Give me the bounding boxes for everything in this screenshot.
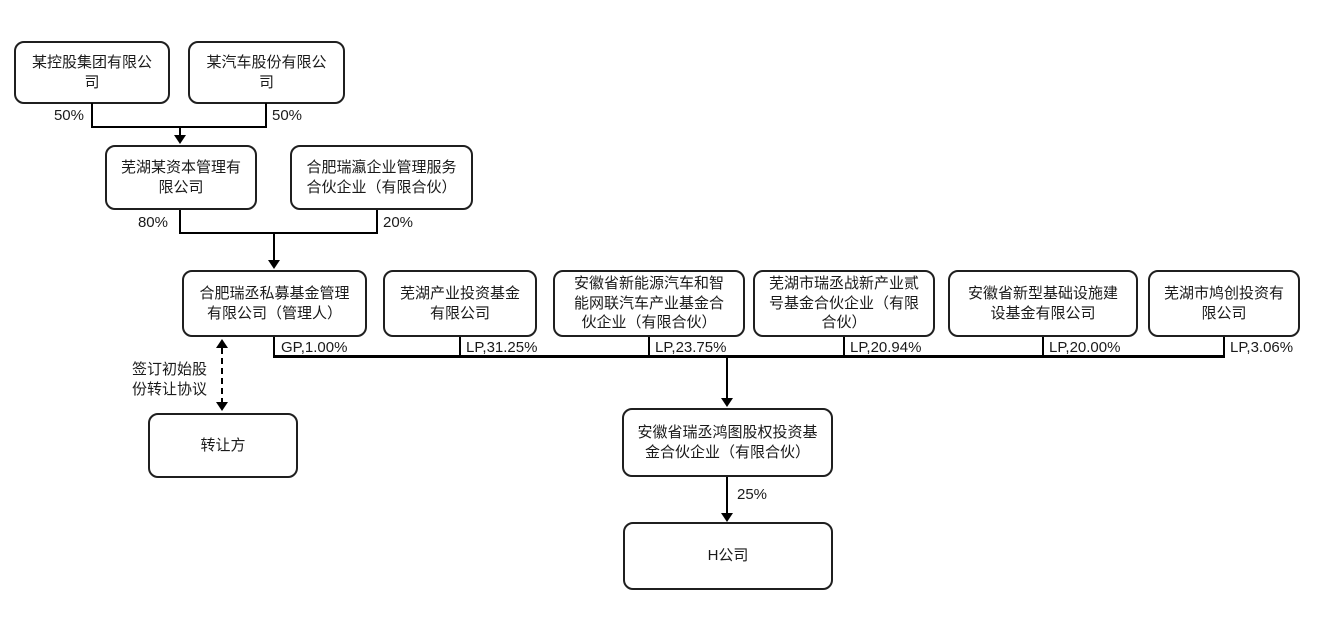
edge-label-lp4-share: LP,20.00%: [1049, 339, 1121, 356]
node-fund-manager-label: 合肥瑞丞私募基金管理有限公司（管理人）: [199, 285, 350, 322]
node-wuhu-jiuchuang: 芜湖市鸠创投资有限公司: [1148, 270, 1300, 337]
connector-mid-merge: [179, 232, 378, 234]
connector-holding-drop: [91, 103, 93, 128]
edge-label-auto-share: 50%: [272, 107, 303, 124]
node-anhui-nev-fund-label: 安徽省新能源汽车和智能网联汽车产业基金合伙企业（有限合伙）: [573, 275, 724, 332]
arrowhead-down-icon: [174, 135, 186, 144]
edge-label-holding-share: 50%: [53, 107, 84, 124]
node-holding-group: 某控股集团有限公司: [14, 41, 170, 104]
edge-label-lp5-share: LP,3.06%: [1230, 339, 1294, 356]
arrowhead-up-icon: [216, 339, 228, 348]
connector-top-arrow-shaft: [179, 126, 181, 138]
connector-lp5-drop: [1223, 337, 1225, 356]
edge-label-lp2-share: LP,23.75%: [655, 339, 727, 356]
node-hefei-ruiying-label: 合肥瑞瀛企业管理服务合伙企业（有限合伙）: [306, 159, 457, 196]
connector-lp4-drop: [1042, 337, 1044, 356]
arrowhead-down-icon: [216, 402, 228, 411]
node-auto-company: 某汽车股份有限公司: [188, 41, 345, 104]
node-wuhu-capital-label: 芜湖某资本管理有限公司: [120, 159, 241, 196]
arrowhead-down-icon: [721, 513, 733, 522]
node-wuhu-jiuchuang-label: 芜湖市鸠创投资有限公司: [1163, 285, 1284, 322]
node-transferor: 转让方: [148, 413, 298, 478]
node-h-company-label: H公司: [707, 547, 749, 565]
edge-label-hefei-ruiying-share: 20%: [383, 214, 414, 231]
connector-lp3-drop: [843, 337, 845, 356]
connector-hefei-ruiying-drop: [376, 210, 378, 234]
edge-label-fund-to-h-share: 25%: [737, 486, 768, 503]
node-auto-company-label: 某汽车股份有限公司: [206, 54, 327, 91]
node-main-fund-label: 安徽省瑞丞鸿图股权投资基金合伙企业（有限合伙）: [637, 424, 818, 461]
connector-agreement-dashed: [221, 348, 223, 404]
node-transferor-label: 转让方: [200, 436, 246, 454]
node-wuhu-industry-fund: 芜湖产业投资基金有限公司: [383, 270, 537, 337]
node-wuhu-ruicheng-fund: 芜湖市瑞丞战新产业贰号基金合伙企业（有限合伙）: [753, 270, 935, 337]
connector-lp2-drop: [648, 337, 650, 356]
connector-fund-to-h-shaft: [726, 477, 728, 515]
edge-label-lp3-share: LP,20.94%: [850, 339, 922, 356]
node-anhui-nev-fund: 安徽省新能源汽车和智能网联汽车产业基金合伙企业（有限合伙）: [553, 270, 745, 337]
node-wuhu-capital: 芜湖某资本管理有限公司: [105, 145, 257, 210]
connector-auto-drop: [265, 103, 267, 128]
node-wuhu-industry-fund-label: 芜湖产业投资基金有限公司: [399, 285, 520, 322]
connector-lp1-drop: [459, 337, 461, 356]
node-h-company: H公司: [623, 522, 833, 590]
arrowhead-down-icon: [721, 398, 733, 407]
node-main-fund: 安徽省瑞丞鸿图股权投资基金合伙企业（有限合伙）: [622, 408, 833, 477]
arrowhead-down-icon: [268, 260, 280, 269]
node-hefei-ruiying: 合肥瑞瀛企业管理服务合伙企业（有限合伙）: [290, 145, 473, 210]
edge-label-lp1-share: LP,31.25%: [466, 339, 538, 356]
node-anhui-infra-fund: 安徽省新型基础设施建设基金有限公司: [948, 270, 1138, 337]
connector-wuhu-capital-drop: [179, 210, 181, 234]
connector-mid-arrow-shaft: [273, 232, 275, 262]
node-anhui-infra-fund-label: 安徽省新型基础设施建设基金有限公司: [967, 285, 1118, 322]
node-fund-manager: 合肥瑞丞私募基金管理有限公司（管理人）: [182, 270, 367, 337]
node-holding-group-label: 某控股集团有限公司: [31, 54, 152, 91]
edge-label-transfer-agreement: 签订初始股份转让协议: [132, 361, 208, 398]
connector-bus-to-fund-shaft: [726, 357, 728, 400]
connector-gp-drop: [273, 337, 275, 356]
edge-label-wuhu-capital-share: 80%: [137, 214, 168, 231]
edge-label-gp-share: GP,1.00%: [281, 339, 348, 356]
node-wuhu-ruicheng-fund-label: 芜湖市瑞丞战新产业贰号基金合伙企业（有限合伙）: [768, 275, 919, 332]
connector-partners-bus: [273, 355, 1225, 358]
